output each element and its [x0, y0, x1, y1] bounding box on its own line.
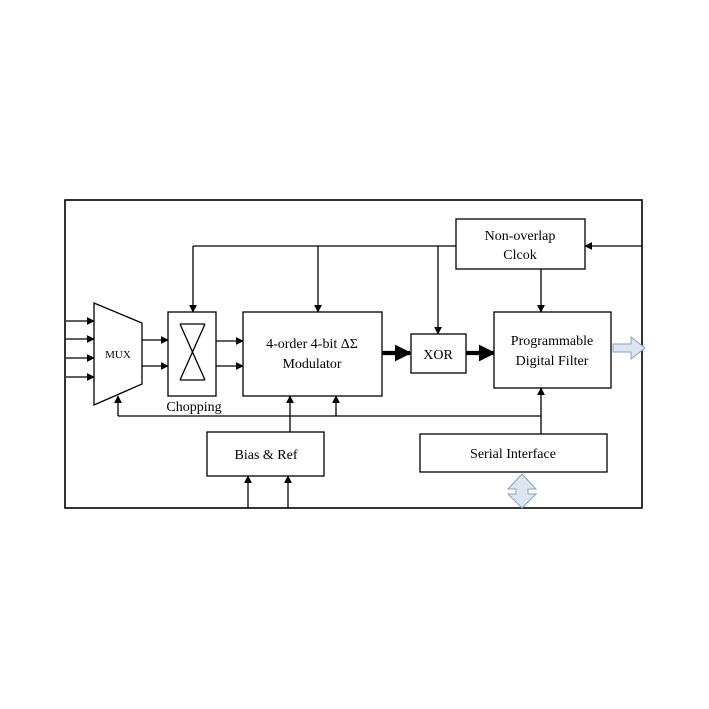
filter-output-arrow	[612, 335, 646, 361]
clock-label-line2: Clcok	[503, 248, 536, 263]
mux-label: MUX	[105, 349, 131, 361]
modulator-label-line2: Modulator	[282, 357, 341, 372]
chopping-label: Chopping	[166, 400, 221, 415]
serial-interface-block	[419, 433, 608, 473]
serial-interface-label: Serial Interface	[470, 447, 556, 462]
bias-ref-block	[206, 431, 325, 477]
mux-block	[93, 302, 143, 406]
digital-filter-block	[493, 311, 612, 389]
modulator-label-line1: 4-order 4-bit ΔΣ	[266, 337, 358, 352]
digital-filter-label-line1: Programmable	[511, 334, 593, 349]
clock-block	[455, 218, 586, 270]
bias-ref-label: Bias & Ref	[235, 448, 298, 463]
serial-io-arrow	[506, 473, 538, 509]
chopping-switch-symbol	[179, 323, 206, 381]
digital-filter-label-line2: Digital Filter	[516, 354, 589, 369]
clock-label-line1: Non-overlap	[485, 229, 556, 244]
modulator-block	[242, 311, 383, 397]
chip-boundary	[64, 199, 643, 509]
xor-label: XOR	[423, 348, 453, 363]
